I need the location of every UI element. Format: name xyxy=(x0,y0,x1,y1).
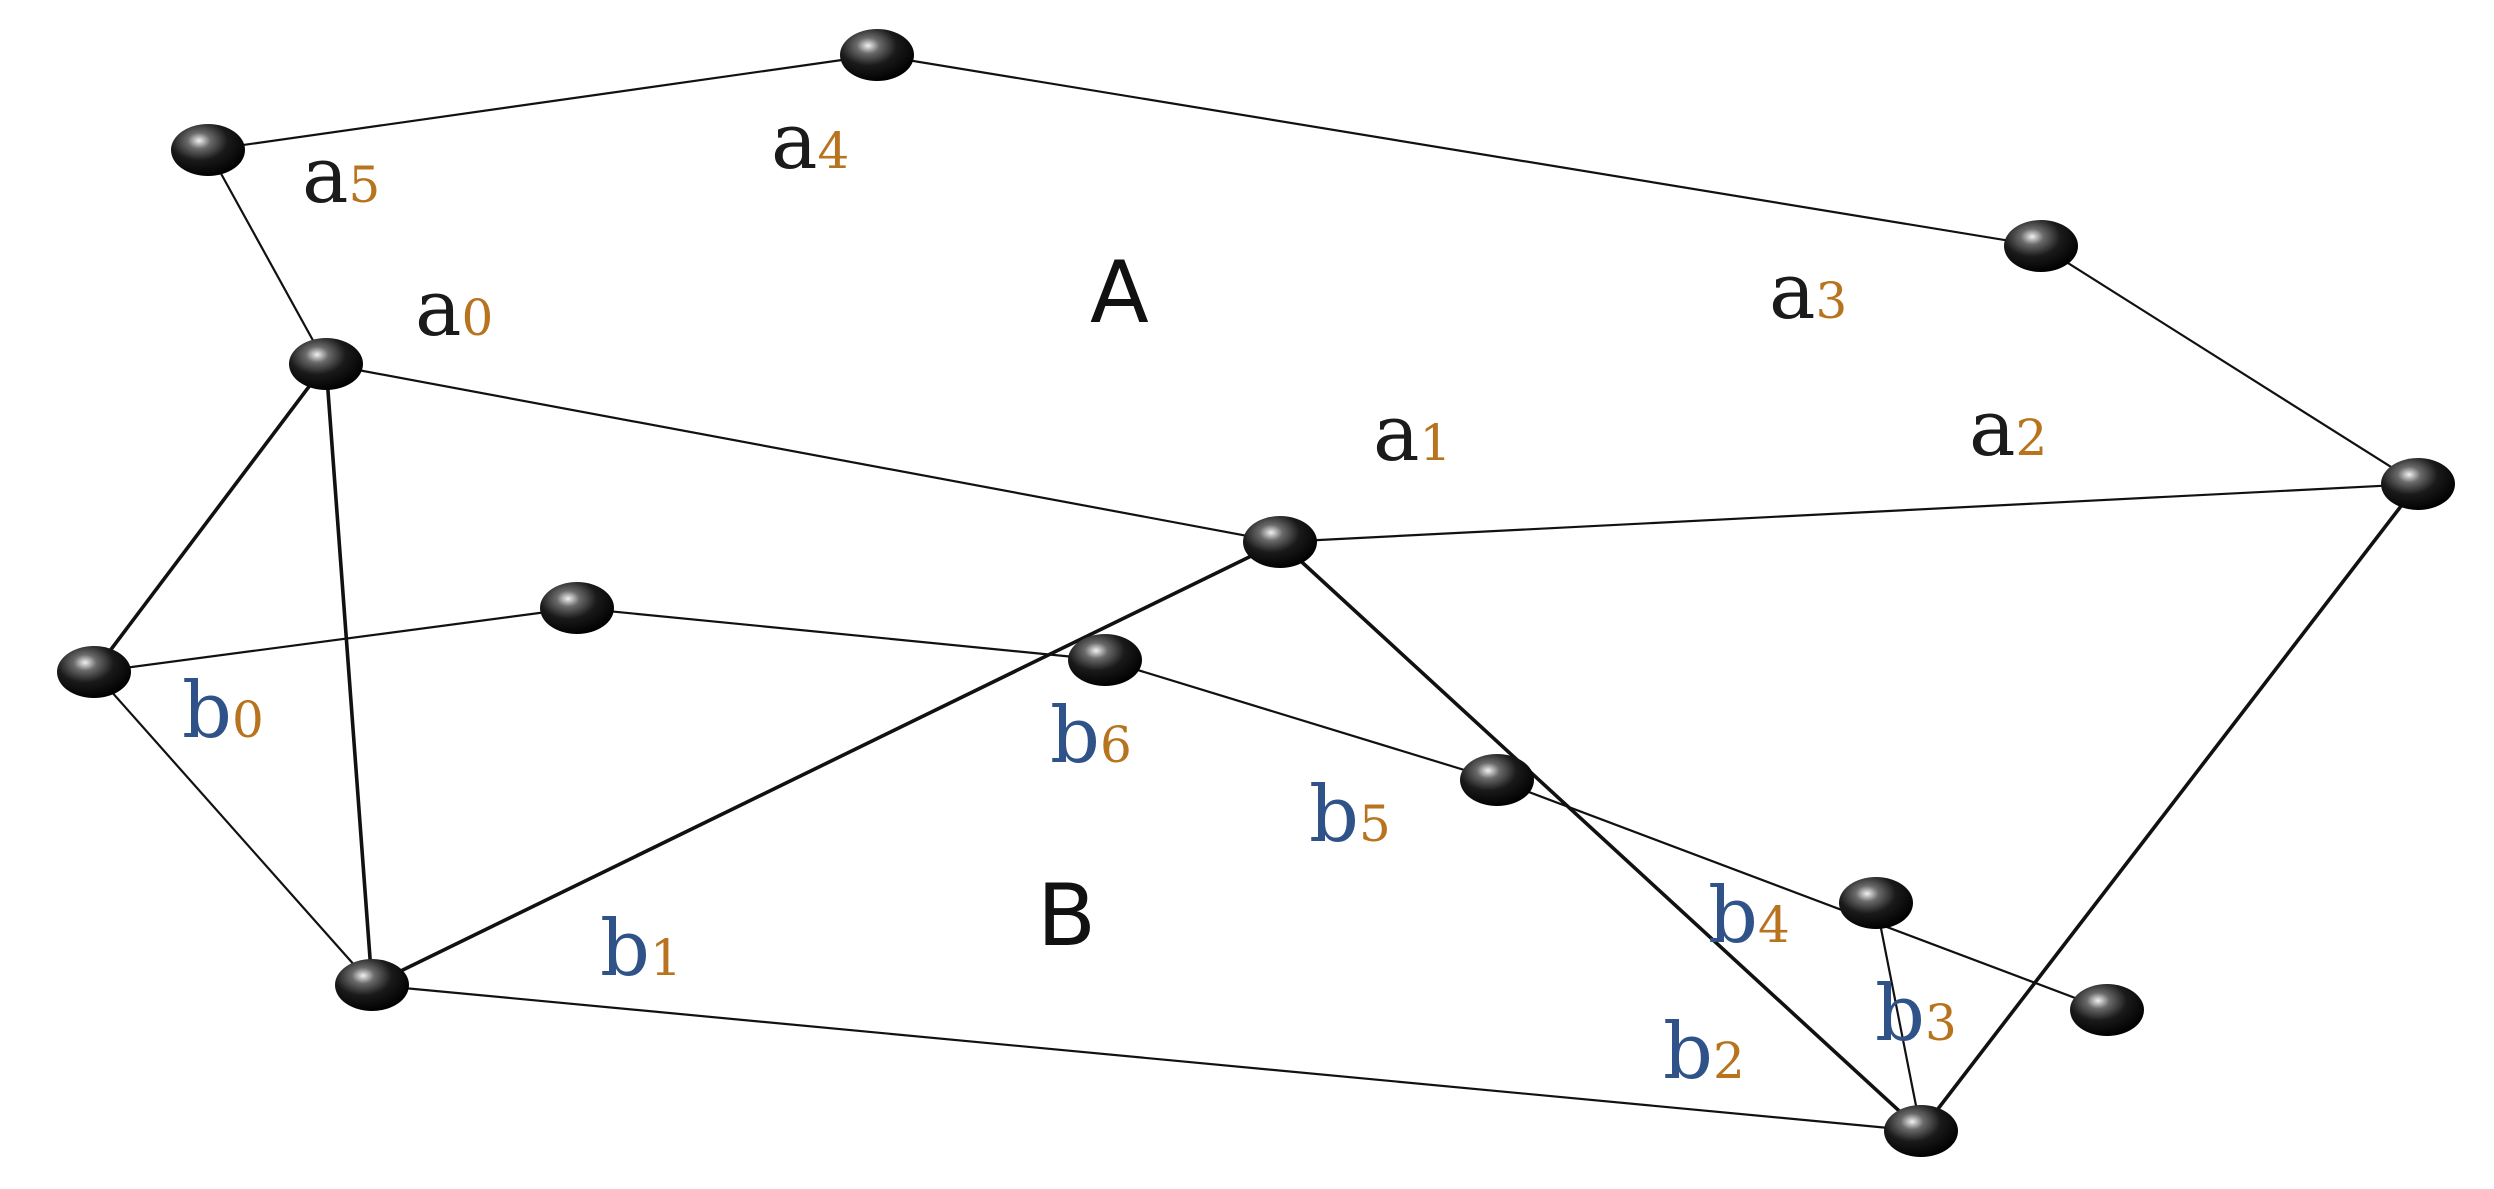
region-a-label: A xyxy=(1090,243,1149,343)
vertex-a1-node xyxy=(1243,516,1317,568)
vertex-b0-node xyxy=(57,646,131,698)
edge-a1-a0 xyxy=(325,362,1281,544)
label-letter: a xyxy=(1373,389,1420,479)
edge-a4-a3 xyxy=(876,53,2042,248)
vertex-b5-node xyxy=(1068,634,1142,686)
vertex-label-b2: b2 xyxy=(1663,1007,1745,1097)
vertex-label-a1: a1 xyxy=(1373,389,1451,479)
vertex-b6-node xyxy=(540,582,614,634)
label-subscript: 3 xyxy=(1925,994,1957,1052)
label-subscript: 4 xyxy=(818,122,850,180)
edge-b1-b0 xyxy=(93,671,373,986)
label-letter: b xyxy=(1050,691,1100,781)
label-subscript: 0 xyxy=(232,691,264,749)
region-b-label: B xyxy=(1037,866,1096,966)
vertex-b3-side-node xyxy=(2070,984,2144,1036)
label-subscript: 6 xyxy=(1100,716,1132,774)
edge-b4-b3b xyxy=(1496,778,2108,1012)
label-subscript: 0 xyxy=(462,289,494,347)
edge-a5-a4 xyxy=(207,53,878,152)
label-letter: b xyxy=(1663,1007,1713,1097)
vertex-b2-node xyxy=(1884,1105,1958,1157)
edge-a0-a5 xyxy=(207,149,327,365)
vertex-b3-node xyxy=(1839,877,1913,929)
label-letter: b xyxy=(1875,969,1925,1059)
edge-layer xyxy=(92,53,2420,1133)
vertex-b4-node xyxy=(1460,754,1534,806)
edge-a3-a2 xyxy=(2040,245,2419,485)
vertex-label-a3: a3 xyxy=(1769,247,1847,337)
label-letter: a xyxy=(771,97,818,187)
vertex-label-b4: b4 xyxy=(1708,871,1790,961)
vertex-a2-node xyxy=(2381,458,2455,510)
vertex-a4-node xyxy=(840,29,914,81)
label-subscript: 1 xyxy=(650,929,682,987)
vertex-label-b3: b3 xyxy=(1875,969,1957,1059)
label-subscript: 5 xyxy=(349,156,381,214)
vertex-label-b6: b6 xyxy=(1050,691,1132,781)
vertex-label-a5: a5 xyxy=(302,131,380,221)
label-subscript: 4 xyxy=(1758,896,1790,954)
edge-b6-b5 xyxy=(576,606,1106,662)
vertex-a0-node xyxy=(289,338,363,390)
label-letter: a xyxy=(1969,384,2016,474)
edge-a1-b2 xyxy=(1278,540,1923,1133)
vertex-label-a2: a2 xyxy=(1969,384,2047,474)
label-letter: b xyxy=(600,904,650,994)
label-subscript: 2 xyxy=(1713,1032,1745,1090)
vertex-b1-node xyxy=(335,959,409,1011)
edge-b5-b4 xyxy=(1104,658,1498,782)
label-subscript: 5 xyxy=(1359,795,1391,853)
vertex-label-a4: a4 xyxy=(771,97,849,187)
label-letter: b xyxy=(1309,770,1359,860)
region-label-layer: A B xyxy=(1037,243,1149,966)
edge-a1-b1 xyxy=(371,540,1281,987)
label-letter: a xyxy=(1769,247,1816,337)
vertex-label-b5: b5 xyxy=(1309,770,1391,860)
vertex-label-layer: a5 a4 a3 a2 a1 a0 b0 b6 b5 b4 b3 xyxy=(182,97,2047,1097)
label-letter: a xyxy=(415,264,462,354)
vertex-label-b1: b1 xyxy=(600,904,682,994)
label-subscript: 2 xyxy=(2016,409,2048,467)
edge-a0-b0 xyxy=(92,362,328,674)
vertex-label-a0: a0 xyxy=(415,264,493,354)
edge-a2-a1 xyxy=(1279,482,2419,544)
label-subscript: 1 xyxy=(1420,414,1452,472)
vertex-layer xyxy=(57,29,2455,1157)
label-letter: b xyxy=(1708,871,1758,961)
edge-a0-b1 xyxy=(324,363,374,986)
label-letter: a xyxy=(302,131,349,221)
vertex-label-b0: b0 xyxy=(182,666,264,756)
vertex-a3-node xyxy=(2004,220,2078,272)
edge-b2-b1 xyxy=(371,983,1922,1133)
edge-a2-b2 xyxy=(1919,482,2420,1133)
vertex-a5-node xyxy=(171,124,245,176)
label-letter: b xyxy=(182,666,232,756)
label-subscript: 3 xyxy=(1816,272,1848,330)
edge-b0-b6 xyxy=(93,606,578,674)
edge-b3-b2 xyxy=(1874,902,1923,1132)
